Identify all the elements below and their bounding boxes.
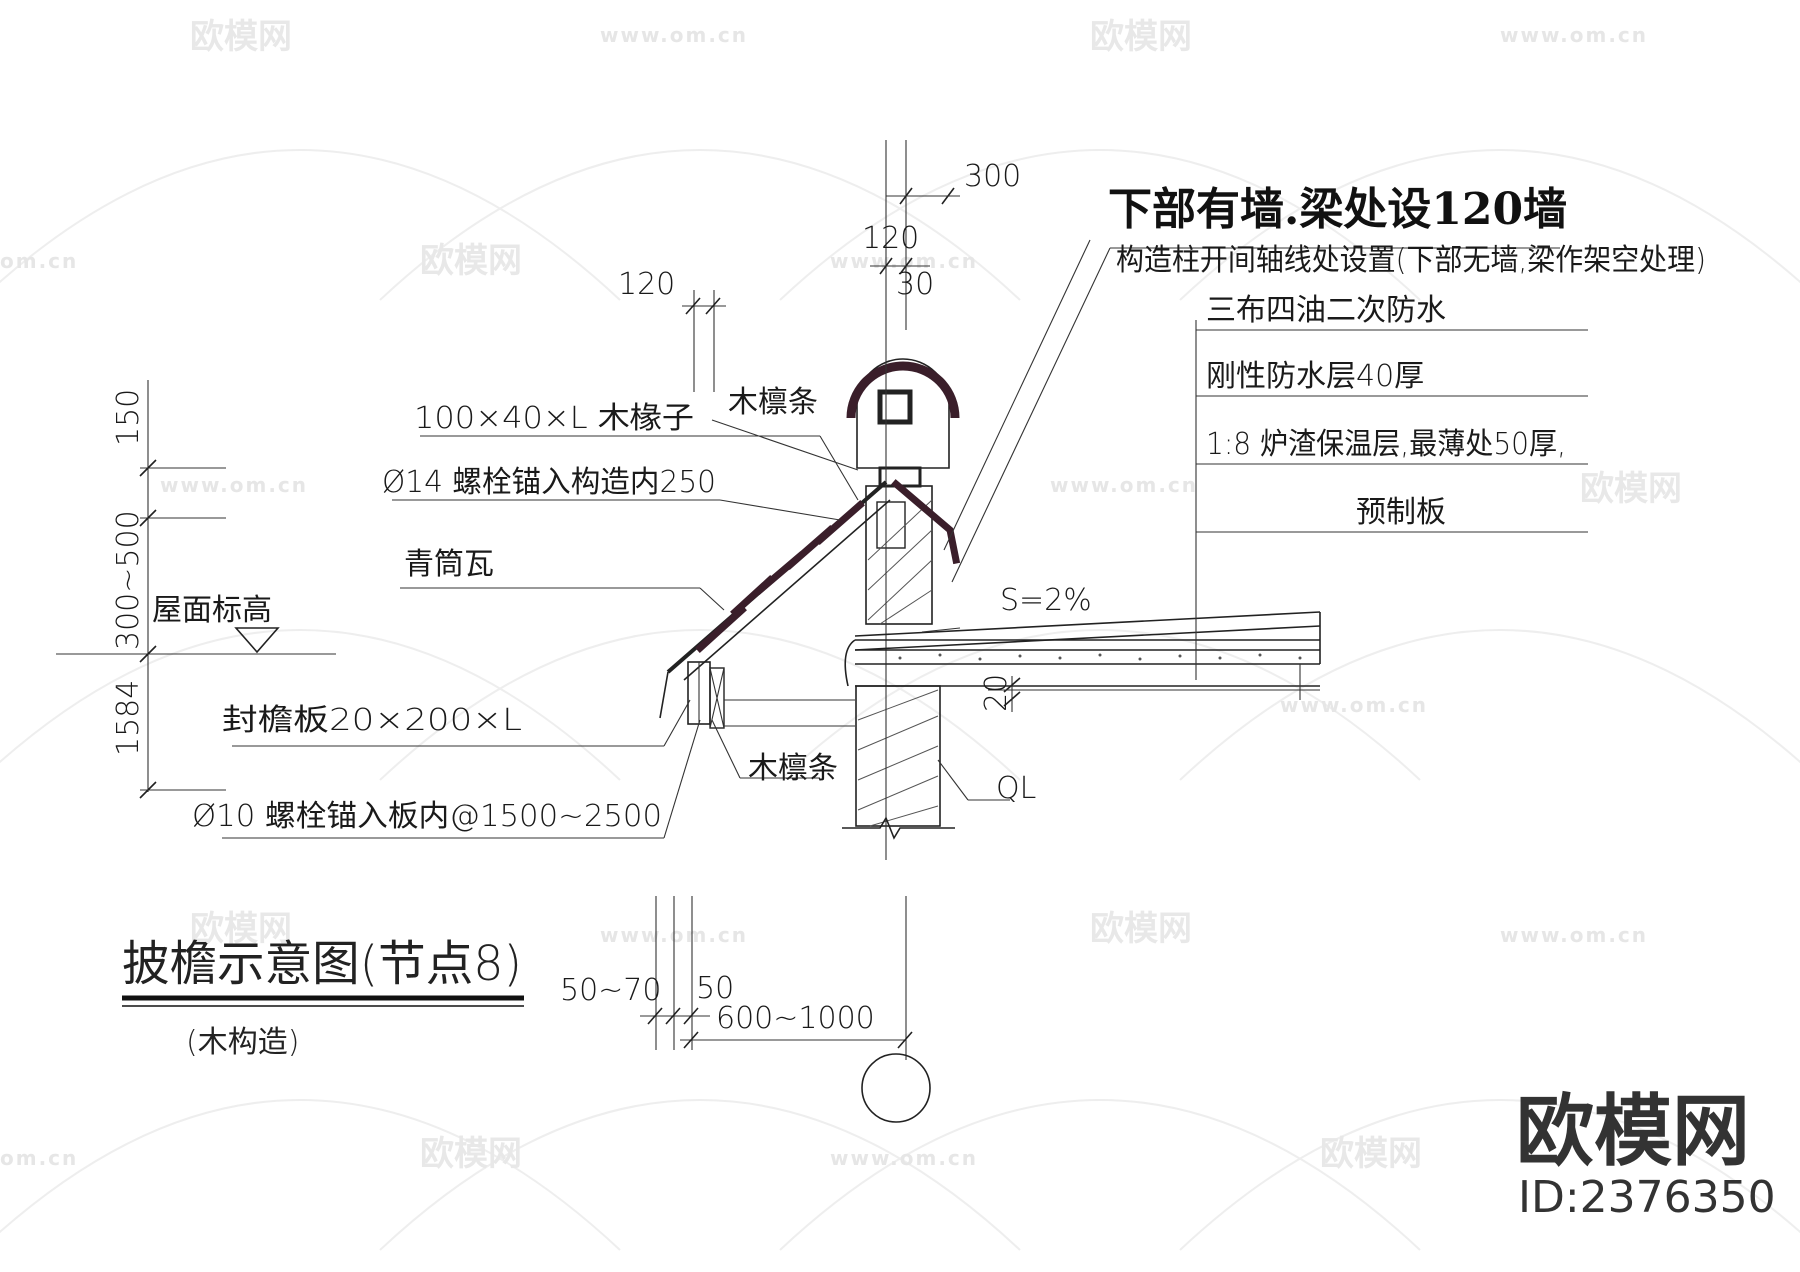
roof-level-label: 屋面标高 bbox=[152, 593, 272, 628]
watermark-logo: 欧模网 bbox=[420, 241, 522, 281]
purlin-bottom-label: 木檩条 bbox=[748, 751, 838, 786]
dim-1584: 1584 bbox=[111, 680, 146, 756]
fascia-label: 封檐板20×200×L bbox=[222, 703, 522, 738]
watermark-logo: 欧模网 bbox=[1090, 17, 1192, 57]
dim-120-top: 120 bbox=[862, 221, 919, 256]
watermark-logo: 欧模网 bbox=[190, 17, 292, 57]
watermark-url: www.om.cn bbox=[1500, 923, 1648, 947]
dim-30: 30 bbox=[896, 267, 934, 302]
layer-label: 刚性防水层40厚 bbox=[1206, 359, 1424, 394]
axis-bubble bbox=[861, 1053, 931, 1123]
watermark-url: om.cn bbox=[0, 249, 78, 273]
dim-300: 300 bbox=[964, 159, 1021, 194]
dim-150: 150 bbox=[111, 389, 146, 446]
watermark-url: www.om.cn bbox=[1500, 23, 1648, 47]
watermark-layer: 欧模网 欧模网 欧模网 欧模网 欧模网 欧模网 欧模网 欧模网 www.om.c… bbox=[0, 17, 1800, 1251]
dim-50-70: 50~70 bbox=[560, 973, 661, 1008]
brand-block: 欧模网 ID:2376350 bbox=[1516, 1087, 1776, 1223]
brand-name: 欧模网 bbox=[1516, 1087, 1750, 1177]
watermark-url: www.om.cn bbox=[600, 23, 748, 47]
purlin-top-label: 木檩条 bbox=[728, 385, 818, 420]
rafter-label: 100×40×L 木椽子 bbox=[414, 401, 694, 436]
slope-label: S=2% bbox=[1000, 583, 1092, 618]
column-structure bbox=[842, 140, 960, 860]
watermark-url: www.om.cn bbox=[1280, 693, 1428, 717]
watermark-logo: 欧模网 bbox=[1320, 1134, 1422, 1174]
watermark-url: www.om.cn bbox=[600, 923, 748, 947]
column-note: 构造柱开间轴线处设置(下部无墙,梁作架空处理) bbox=[1116, 243, 1706, 278]
dim-20: 20 bbox=[979, 674, 1014, 712]
watermark-logo: 欧模网 bbox=[420, 1134, 522, 1174]
dim-300-500: 300~500 bbox=[111, 510, 146, 650]
layer-label: 1:8 炉渣保温层,最薄处50厚, bbox=[1206, 427, 1566, 462]
watermark-logo: 欧模网 bbox=[1090, 909, 1192, 949]
watermark-url: www.om.cn bbox=[1050, 473, 1198, 497]
dimension-lines bbox=[56, 187, 1320, 1123]
watermark-url: www.om.cn bbox=[830, 1146, 978, 1170]
watermark-url: www.om.cn bbox=[160, 473, 308, 497]
dim-600-1000: 600~1000 bbox=[716, 1001, 875, 1036]
dim-50: 50 bbox=[696, 971, 734, 1006]
drawing-title: 披檐示意图(节点8) bbox=[122, 936, 522, 992]
roof-slab bbox=[844, 611, 1321, 700]
leader-lines bbox=[222, 239, 1588, 839]
annotation-layer: 下部有墙.梁处设120墙 构造柱开间轴线处设置(下部无墙,梁作架空处理) 三布四… bbox=[111, 159, 1706, 1060]
tile-label: 青筒瓦 bbox=[404, 547, 494, 582]
bolt-10-label: Ø10 螺栓锚入板内@1500~2500 bbox=[192, 799, 662, 834]
headline-note: 下部有墙.梁处设120墙 bbox=[1108, 184, 1567, 235]
layer-label: 三布四油二次防水 bbox=[1206, 293, 1446, 328]
ql-label: QL bbox=[996, 771, 1036, 806]
drawing-subtitle: (木构造) bbox=[186, 1025, 299, 1060]
brand-id: ID:2376350 bbox=[1518, 1172, 1776, 1223]
watermark-logo: 欧模网 bbox=[190, 909, 292, 949]
watermark-url: om.cn bbox=[0, 1146, 78, 1170]
watermark-logo: 欧模网 bbox=[1580, 469, 1682, 509]
bolt-14-label: Ø14 螺栓锚入构造内250 bbox=[382, 465, 716, 500]
dim-120-left: 120 bbox=[618, 267, 675, 302]
layer-label: 预制板 bbox=[1356, 495, 1446, 530]
